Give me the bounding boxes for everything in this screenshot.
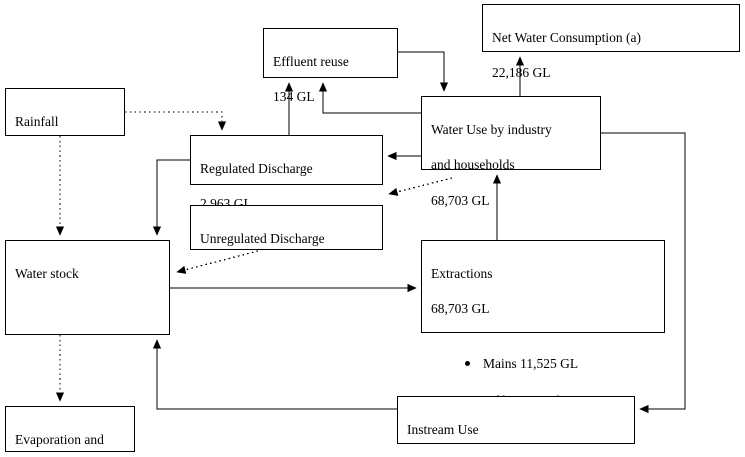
node-effluent-reuse-title: Effluent reuse — [273, 53, 349, 69]
node-effluent-reuse-value: 134 GL — [273, 89, 315, 105]
node-instream-use[interactable]: Instream Use 46,517 GL — [397, 396, 635, 444]
node-water-use[interactable]: Water Use by industry and households 68,… — [421, 96, 601, 208]
node-evaporation-title: Evaporation and — [15, 431, 104, 447]
node-evaporation[interactable]: Evaporation and outflow to sea — [5, 406, 135, 452]
node-water-use-value: 68,703 GL — [431, 193, 490, 209]
list-item: Mains 11,525 GL — [465, 354, 656, 374]
node-extractions[interactable]: Extractions 68,703 GL Mains 11,525 GL Se… — [421, 240, 665, 408]
node-net-water-consumption-value: 22,186 GL — [492, 65, 551, 81]
node-water-stock[interactable]: Water stock — [5, 240, 170, 335]
flow-instream-use-to-water-stock — [152, 339, 397, 410]
node-net-water-consumption-title: Net Water Consumption (a) — [492, 29, 642, 45]
node-instream-use-title: Instream Use — [407, 421, 479, 437]
flow-effluent-reuse-to-water-use — [398, 51, 449, 92]
node-water-stock-title: Water stock — [15, 265, 79, 281]
node-extractions-title: Extractions — [431, 265, 493, 281]
node-rainfall[interactable]: Rainfall — [5, 88, 125, 136]
node-net-water-consumption[interactable]: Net Water Consumption (a) 22,186 GL — [482, 4, 740, 80]
node-unregulated-discharge[interactable]: Unregulated Discharge — [190, 205, 383, 250]
flow-rainfall-to-regulated-discharge — [125, 111, 227, 131]
node-water-use-title: Water Use by industry — [431, 121, 552, 137]
node-water-use-title-second: and households — [431, 157, 515, 173]
node-extractions-value: 68,703 GL — [431, 301, 490, 317]
node-regulated-discharge-title: Regulated Discharge — [200, 160, 313, 176]
node-unregulated-discharge-title: Unregulated Discharge — [200, 230, 325, 246]
node-regulated-discharge[interactable]: Regulated Discharge 2,963 GL — [190, 135, 383, 211]
node-effluent-reuse[interactable]: Effluent reuse 134 GL — [263, 28, 398, 104]
flow-regulated-discharge-to-water-stock — [152, 159, 190, 236]
node-rainfall-title: Rainfall — [15, 113, 59, 129]
